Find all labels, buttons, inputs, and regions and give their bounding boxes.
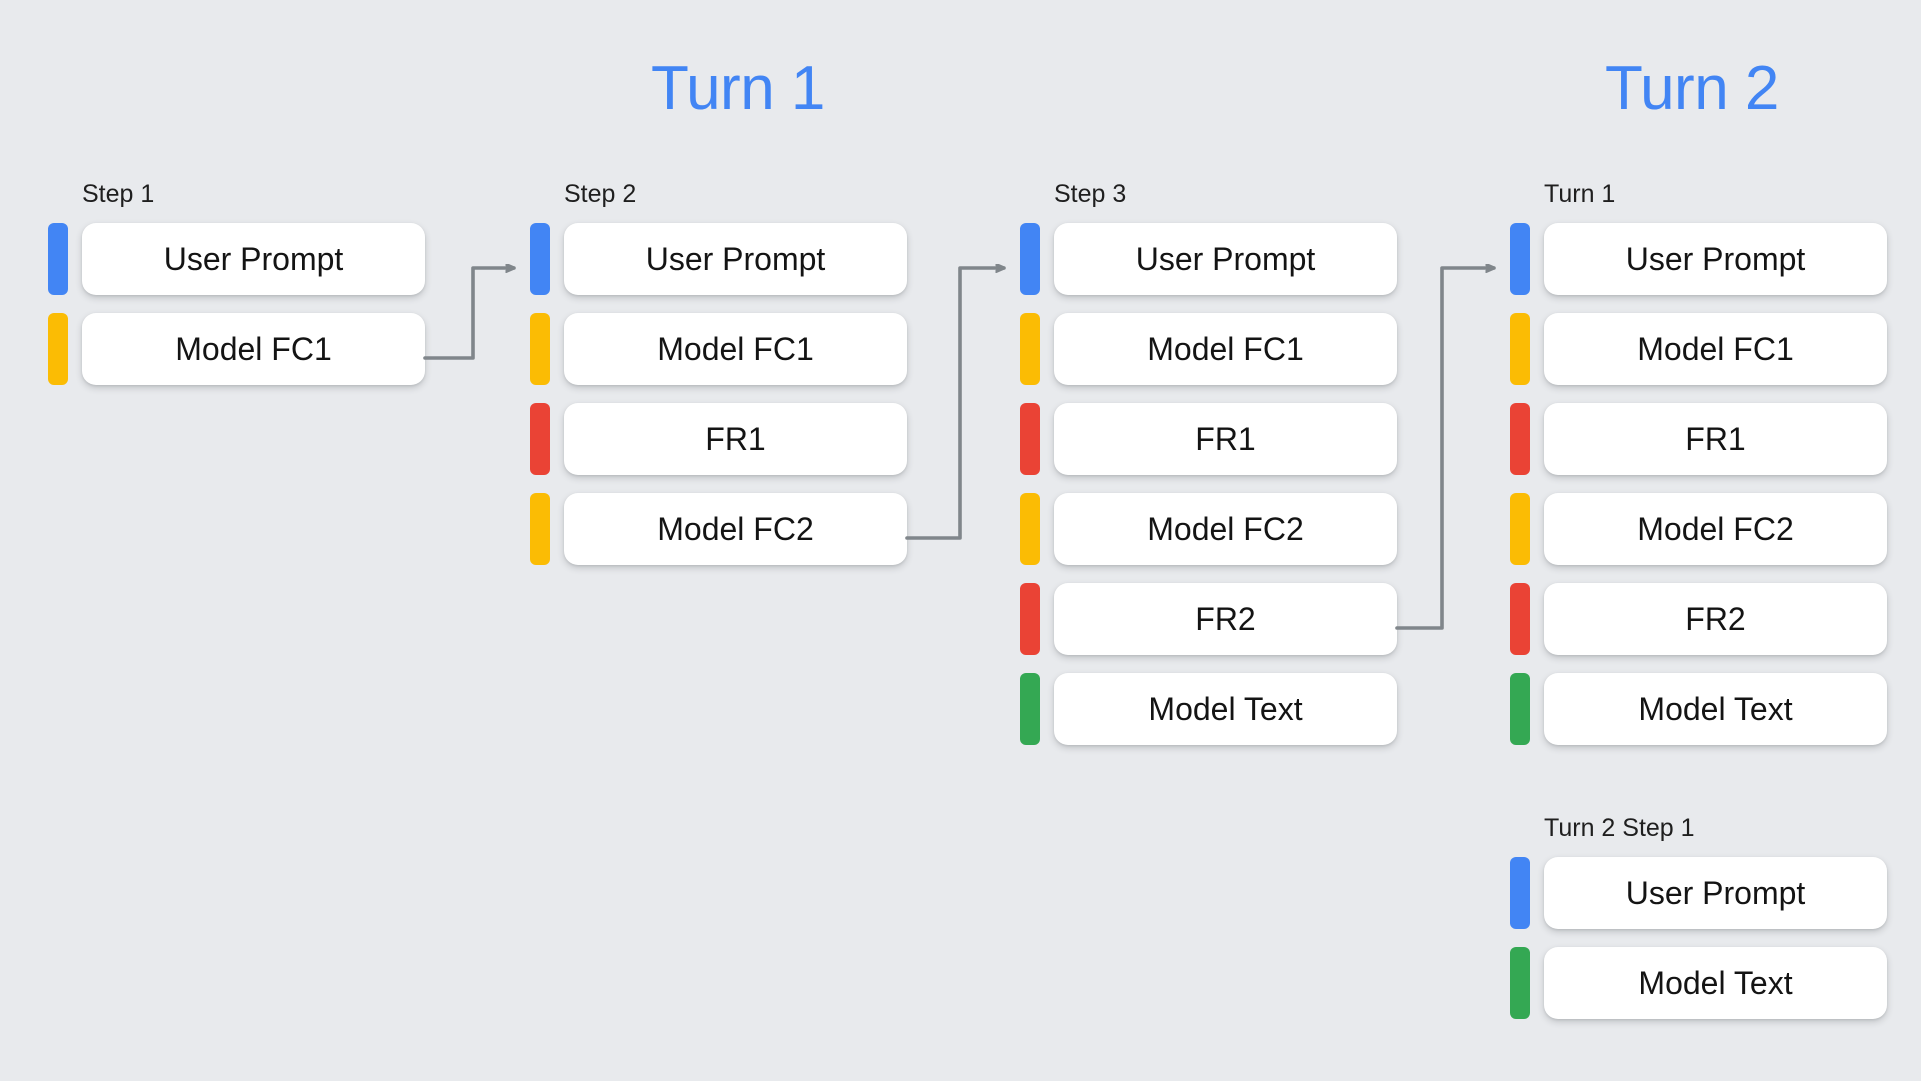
card-user-prompt[interactable]: User Prompt bbox=[82, 223, 425, 295]
card-fr2[interactable]: FR2 bbox=[1054, 583, 1397, 655]
list-item[interactable]: Model FC1 bbox=[530, 313, 907, 385]
card-model-fc1[interactable]: Model FC1 bbox=[1544, 313, 1887, 385]
role-color-bar-green bbox=[1510, 673, 1530, 745]
list-item[interactable]: FR1 bbox=[1510, 403, 1887, 475]
card-fr1[interactable]: FR1 bbox=[1054, 403, 1397, 475]
list-item[interactable]: Model FC2 bbox=[1020, 493, 1397, 565]
turn-1-heading: Turn 1 bbox=[651, 54, 825, 123]
arrow-step1-to-step2 bbox=[423, 268, 516, 360]
role-color-bar-blue bbox=[1510, 223, 1530, 295]
role-color-bar-yellow bbox=[1020, 493, 1040, 565]
role-color-bar-yellow bbox=[1510, 313, 1530, 385]
group-turn-1: Turn 1 User Prompt Model FC1 FR1 Model F… bbox=[1510, 182, 1887, 745]
role-color-bar-green bbox=[1020, 673, 1040, 745]
list-item[interactable]: Model Text bbox=[1020, 673, 1397, 745]
group-step-2: Step 2 User Prompt Model FC1 FR1 Model F… bbox=[530, 182, 907, 565]
group-step-1: Step 1 User Prompt Model FC1 bbox=[48, 182, 425, 385]
card-model-text[interactable]: Model Text bbox=[1544, 947, 1887, 1019]
list-item[interactable]: FR2 bbox=[1510, 583, 1887, 655]
group-rows-turn-1: User Prompt Model FC1 FR1 Model FC2 FR2 … bbox=[1510, 223, 1887, 745]
list-item[interactable]: Model Text bbox=[1510, 673, 1887, 745]
card-model-fc2[interactable]: Model FC2 bbox=[1054, 493, 1397, 565]
group-label-step-1: Step 1 bbox=[82, 180, 155, 208]
list-item[interactable]: FR2 bbox=[1020, 583, 1397, 655]
list-item[interactable]: User Prompt bbox=[48, 223, 425, 295]
role-color-bar-red bbox=[1020, 583, 1040, 655]
card-fr2[interactable]: FR2 bbox=[1544, 583, 1887, 655]
role-color-bar-red bbox=[1510, 583, 1530, 655]
list-item[interactable]: User Prompt bbox=[1020, 223, 1397, 295]
group-rows-turn-2-step-1: User Prompt Model Text bbox=[1510, 857, 1887, 1019]
list-item[interactable]: User Prompt bbox=[530, 223, 907, 295]
group-step-3: Step 3 User Prompt Model FC1 FR1 Model F… bbox=[1020, 182, 1397, 745]
role-color-bar-yellow bbox=[530, 313, 550, 385]
card-model-fc2[interactable]: Model FC2 bbox=[1544, 493, 1887, 565]
list-item[interactable]: FR1 bbox=[1020, 403, 1397, 475]
arrow-step2-to-step3 bbox=[905, 268, 1006, 540]
card-fr1[interactable]: FR1 bbox=[1544, 403, 1887, 475]
group-label-turn-2-step-1: Turn 2 Step 1 bbox=[1544, 814, 1695, 842]
list-item[interactable]: FR1 bbox=[530, 403, 907, 475]
card-user-prompt[interactable]: User Prompt bbox=[1544, 223, 1887, 295]
list-item[interactable]: User Prompt bbox=[1510, 857, 1887, 929]
role-color-bar-blue bbox=[1510, 857, 1530, 929]
role-color-bar-blue bbox=[530, 223, 550, 295]
role-color-bar-yellow bbox=[530, 493, 550, 565]
group-rows-step-2: User Prompt Model FC1 FR1 Model FC2 bbox=[530, 223, 907, 565]
list-item[interactable]: Model FC2 bbox=[1510, 493, 1887, 565]
role-color-bar-yellow bbox=[1510, 493, 1530, 565]
group-rows-step-1: User Prompt Model FC1 bbox=[48, 223, 425, 385]
card-model-fc1[interactable]: Model FC1 bbox=[1054, 313, 1397, 385]
role-color-bar-red bbox=[1510, 403, 1530, 475]
card-model-text[interactable]: Model Text bbox=[1544, 673, 1887, 745]
list-item[interactable]: Model FC1 bbox=[1020, 313, 1397, 385]
card-user-prompt[interactable]: User Prompt bbox=[1054, 223, 1397, 295]
list-item[interactable]: Model FC2 bbox=[530, 493, 907, 565]
group-rows-step-3: User Prompt Model FC1 FR1 Model FC2 FR2 … bbox=[1020, 223, 1397, 745]
list-item[interactable]: User Prompt bbox=[1510, 223, 1887, 295]
arrow-step3-to-turn1 bbox=[1395, 268, 1496, 630]
role-color-bar-yellow bbox=[48, 313, 68, 385]
role-color-bar-blue bbox=[1020, 223, 1040, 295]
card-model-fc1[interactable]: Model FC1 bbox=[564, 313, 907, 385]
group-label-step-3: Step 3 bbox=[1054, 180, 1127, 208]
card-model-fc2[interactable]: Model FC2 bbox=[564, 493, 907, 565]
role-color-bar-yellow bbox=[1020, 313, 1040, 385]
list-item[interactable]: Model Text bbox=[1510, 947, 1887, 1019]
role-color-bar-red bbox=[1020, 403, 1040, 475]
group-label-turn-1: Turn 1 bbox=[1544, 180, 1616, 208]
role-color-bar-red bbox=[530, 403, 550, 475]
group-label-step-2: Step 2 bbox=[564, 180, 637, 208]
card-user-prompt[interactable]: User Prompt bbox=[564, 223, 907, 295]
list-item[interactable]: Model FC1 bbox=[48, 313, 425, 385]
group-turn-2-step-1: Turn 2 Step 1 User Prompt Model Text bbox=[1510, 816, 1887, 1019]
turn-2-heading: Turn 2 bbox=[1605, 54, 1779, 123]
role-color-bar-blue bbox=[48, 223, 68, 295]
card-fr1[interactable]: FR1 bbox=[564, 403, 907, 475]
list-item[interactable]: Model FC1 bbox=[1510, 313, 1887, 385]
card-model-text[interactable]: Model Text bbox=[1054, 673, 1397, 745]
card-user-prompt[interactable]: User Prompt bbox=[1544, 857, 1887, 929]
role-color-bar-green bbox=[1510, 947, 1530, 1019]
card-model-fc1[interactable]: Model FC1 bbox=[82, 313, 425, 385]
